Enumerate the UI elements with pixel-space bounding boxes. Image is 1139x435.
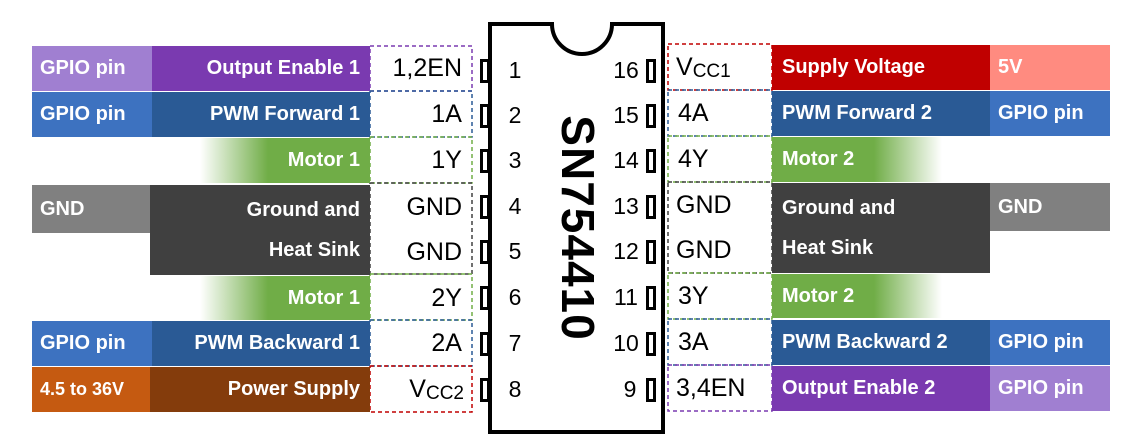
chip-name: SN754410: [552, 115, 604, 341]
pin-leg: [646, 332, 656, 356]
pin-name-1: 1,2EN: [392, 54, 462, 82]
pin-name-2: 1A: [431, 100, 462, 128]
pin-leg: [646, 149, 656, 173]
pin-leg: [480, 378, 490, 402]
pin-number: 2: [508, 102, 522, 128]
function-panel-ground-right: [772, 183, 990, 273]
pin-number: 6: [508, 284, 522, 310]
pin-leg: [646, 104, 656, 128]
function-label-pwm-forward-2: PWM Forward 2: [772, 91, 990, 136]
connect-label-5v: 5V: [990, 45, 1110, 90]
pin-name-5: GND: [406, 238, 462, 266]
connect-label-gnd: GND: [32, 185, 152, 233]
pin-name-4: GND: [406, 193, 462, 221]
pin-leg: [480, 59, 490, 83]
pin-leg: [480, 195, 490, 219]
connect-label-gpio: GPIO pin: [32, 321, 152, 366]
pin-name-14: 4Y: [678, 145, 709, 173]
function-label-power-supply: Power Supply: [150, 367, 370, 412]
function-label-ground-and: Ground and: [246, 198, 360, 221]
pin-number: 3: [508, 147, 522, 173]
pin-leg: [646, 59, 656, 83]
pin-name-10: 3A: [678, 328, 709, 356]
pin-number: 13: [613, 193, 639, 219]
pin-number: 12: [613, 238, 639, 264]
pin-name-3: 1Y: [431, 146, 462, 174]
function-label-motor-2: Motor 2: [772, 137, 942, 182]
pin-number: 10: [613, 330, 639, 356]
pin-number: 15: [613, 102, 639, 128]
pin-leg: [480, 332, 490, 356]
pin-leg: [646, 286, 656, 310]
function-label-pwm-forward-1: PWM Forward 1: [152, 92, 370, 137]
pin-number: 7: [508, 330, 522, 356]
pin-number: 9: [623, 376, 637, 402]
pin-name-11: 3Y: [678, 282, 709, 310]
function-label-ground-and: Ground and: [782, 196, 896, 219]
function-label-supply-voltage: Supply Voltage: [772, 45, 990, 90]
connect-label-gpio: GPIO pin: [32, 46, 152, 91]
pin-name-6: 2Y: [431, 284, 462, 312]
pin-leg: [480, 104, 490, 128]
function-panel-ground-left: [150, 185, 370, 275]
connect-label-gpio: GPIO pin: [990, 91, 1110, 136]
pin-leg: [480, 240, 490, 264]
connect-label-gnd: GND: [990, 183, 1110, 231]
function-label-motor-1: Motor 1: [200, 138, 370, 183]
function-label-motor-2: Motor 2: [772, 274, 942, 318]
connect-label-gpio: GPIO pin: [990, 366, 1110, 411]
connect-label-voltage-range: 4.5 to 36V: [32, 367, 152, 412]
pin-number: 1: [508, 57, 522, 83]
pin-name-15: 4A: [678, 99, 709, 127]
pin-number: 5: [508, 238, 522, 264]
function-label-output-enable-2: Output Enable 2: [772, 366, 990, 411]
pin-leg: [646, 240, 656, 264]
function-label-motor-1: Motor 1: [200, 276, 370, 320]
connect-label-gpio: GPIO pin: [32, 92, 152, 137]
pin-name-13: GND: [676, 191, 732, 219]
pin-number: 8: [508, 376, 522, 402]
function-label-output-enable-1: Output Enable 1: [152, 46, 370, 91]
connect-label-gpio: GPIO pin: [990, 320, 1110, 365]
pin-leg: [646, 378, 656, 402]
pin-leg: [480, 149, 490, 173]
pin-number: 16: [613, 57, 639, 83]
pin-number: 14: [613, 147, 639, 173]
pin-number: 11: [614, 284, 638, 310]
function-label-heat-sink: Heat Sink: [268, 238, 360, 261]
pin-name-12: GND: [676, 236, 732, 264]
function-label-heat-sink: Heat Sink: [782, 236, 874, 259]
pin-leg: [480, 286, 490, 310]
pin-leg: [646, 195, 656, 219]
function-label-pwm-backward-1: PWM Backward 1: [152, 321, 370, 366]
pin-number: 4: [508, 193, 522, 219]
pin-name-9: 3,4EN: [676, 374, 746, 402]
pin-name-7: 2A: [431, 329, 462, 357]
function-label-pwm-backward-2: PWM Backward 2: [772, 320, 990, 365]
